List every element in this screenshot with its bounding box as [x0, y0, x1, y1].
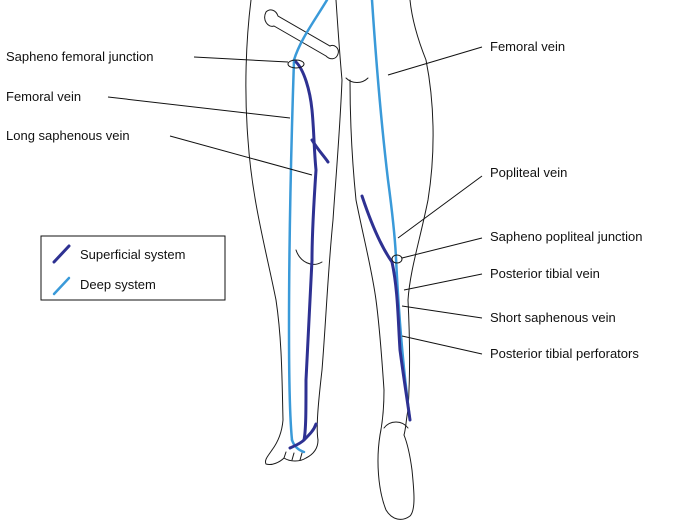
superficial-veins: [290, 62, 410, 448]
legend: Superficial system Deep system: [41, 236, 225, 300]
right-foot-contour: [378, 435, 414, 519]
left-foot-contour: [265, 440, 318, 465]
right-short-saphenous-vein: [362, 196, 410, 420]
label-sapheno-popliteal-junction: Sapheno popliteal junction: [490, 229, 643, 244]
leader-posterior-tibial-vein: [404, 274, 482, 290]
buttock-crease: [346, 78, 368, 83]
legend-label-superficial: Superficial system: [80, 247, 185, 262]
label-femoral-vein-right: Femoral vein: [490, 39, 565, 54]
leader-femoral-left: [108, 97, 290, 118]
left-leg-medial-contour: [317, 0, 342, 440]
label-femoral-vein-left: Femoral vein: [6, 89, 81, 104]
label-posterior-tibial-perforators: Posterior tibial perforators: [490, 346, 639, 361]
leader-sapheno-popliteal: [402, 238, 482, 258]
leader-lines: [108, 47, 482, 354]
left-long-saphenous-vein: [290, 62, 316, 448]
leader-femoral-right: [388, 47, 482, 75]
leader-short-saphenous: [402, 306, 482, 318]
leader-sapheno-femoral: [194, 57, 288, 62]
right-heel-contour: [384, 422, 408, 428]
right-leg-lateral-contour: [404, 0, 433, 435]
pubic-bone: [265, 10, 339, 59]
left-leg-lateral-contour: [246, 0, 283, 450]
left-foot-toes: [284, 452, 302, 460]
right-femoral-deep-vein: [372, 0, 410, 420]
label-long-saphenous-vein: Long saphenous vein: [6, 128, 130, 143]
label-short-saphenous-vein: Short saphenous vein: [490, 310, 616, 325]
left-knee-line: [296, 250, 322, 264]
leader-posterior-tibial-perforators: [402, 336, 482, 354]
legend-label-deep: Deep system: [80, 277, 156, 292]
labels: Sapheno femoral junction Femoral vein Lo…: [6, 39, 643, 361]
label-popliteal-vein: Popliteal vein: [490, 165, 567, 180]
pelvic-bone: [265, 10, 339, 59]
label-sapheno-femoral-junction: Sapheno femoral junction: [6, 49, 153, 64]
label-posterior-tibial-vein: Posterior tibial vein: [490, 266, 600, 281]
right-leg-medial-contour: [350, 80, 384, 435]
leader-popliteal: [398, 176, 482, 238]
